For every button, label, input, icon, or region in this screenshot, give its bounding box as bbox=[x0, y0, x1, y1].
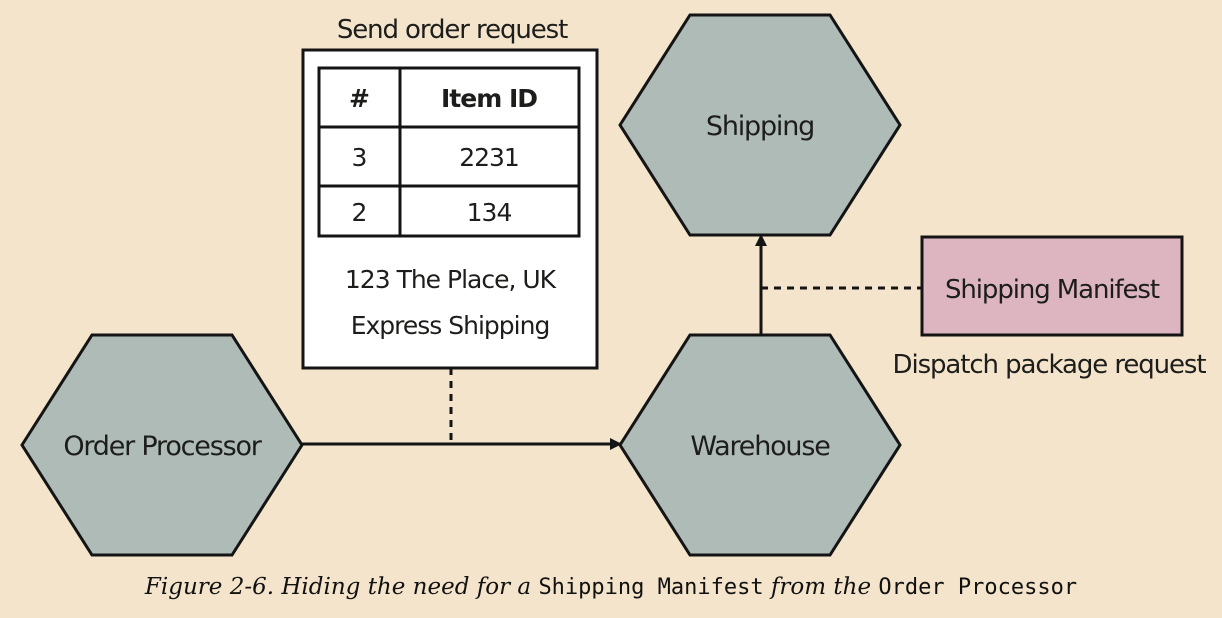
figure-caption: Figure 2-6. Hiding the need for a Shippi… bbox=[0, 574, 1222, 600]
order-shipping-method: Express Shipping bbox=[351, 311, 550, 340]
order-processor-node: Order Processor bbox=[20, 333, 304, 557]
order-items-table: # Item ID 3 2231 2 134 bbox=[317, 66, 581, 238]
order-address: 123 The Place, UK bbox=[345, 265, 557, 294]
warehouse-node: Warehouse bbox=[618, 333, 902, 557]
shipping-node: Shipping bbox=[618, 13, 902, 237]
table-header-number: # bbox=[349, 84, 369, 113]
table-cell-item-id: 134 bbox=[467, 198, 512, 227]
table-cell-quantity: 2 bbox=[352, 198, 367, 227]
shipping-label: Shipping bbox=[706, 111, 814, 142]
architecture-diagram: Order Processor Warehouse Shipping Send … bbox=[20, 13, 1207, 557]
shipping-manifest-box: Shipping Manifest Dispatch package reque… bbox=[893, 235, 1207, 380]
caption-term-order-processor: Order Processor bbox=[878, 575, 1078, 600]
caption-middle: from the bbox=[770, 574, 872, 600]
table-cell-item-id: 2231 bbox=[459, 143, 519, 172]
order-request-panel: Send order request # Item ID 3 2231 2 13… bbox=[301, 15, 599, 370]
dispatch-request-label: Dispatch package request bbox=[893, 350, 1207, 380]
caption-term-shipping-manifest: Shipping Manifest bbox=[538, 575, 764, 600]
order-processor-label: Order Processor bbox=[63, 431, 262, 462]
shipping-manifest-label: Shipping Manifest bbox=[945, 275, 1160, 305]
caption-prefix: Figure 2-6. Hiding the need for a bbox=[144, 574, 532, 600]
table-header-item-id: Item ID bbox=[441, 84, 537, 113]
table-cell-quantity: 3 bbox=[352, 143, 367, 172]
order-request-title: Send order request bbox=[337, 15, 568, 45]
warehouse-label: Warehouse bbox=[690, 431, 830, 462]
